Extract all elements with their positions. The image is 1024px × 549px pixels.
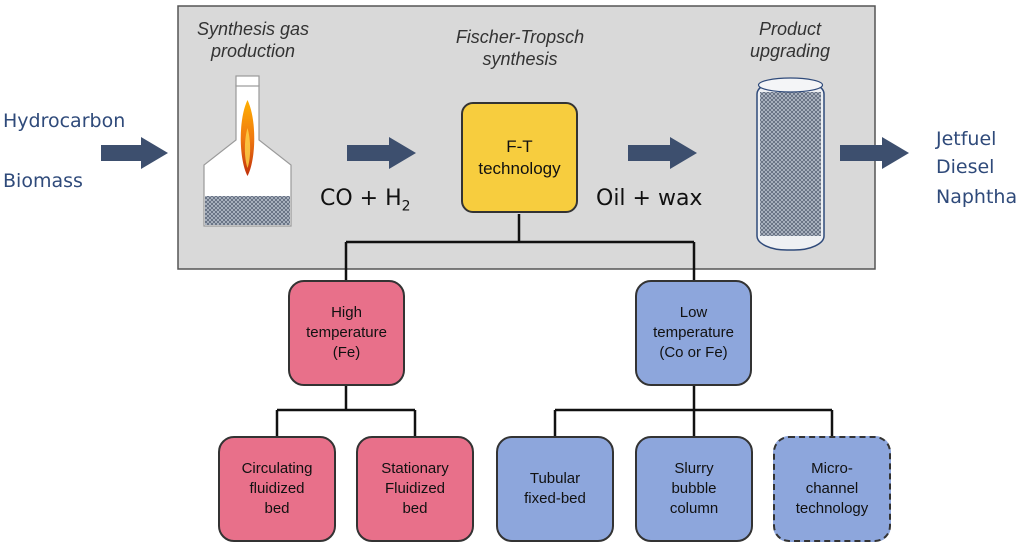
high-temperature-box: High temperature (Fe) — [288, 280, 405, 386]
ft-technology-box: F-T technology — [461, 102, 578, 213]
stage-title-upgrading: Product upgrading — [749, 19, 831, 61]
reactor-circulating-fluidized-bed: Circulating fluidized bed — [218, 436, 336, 542]
input-hydrocarbon: Hydrocarbon — [3, 110, 126, 132]
arrow-input — [101, 137, 168, 169]
upgrading-column-illustration — [756, 77, 825, 251]
low-temperature-box: Low temperature (Co or Fe) — [635, 280, 752, 386]
reactor-stationary-fluidized-bed: Stationary Fluidized bed — [356, 436, 474, 542]
formula-syngas-subscript: 2 — [401, 198, 411, 215]
reactor-tubular-fixed-bed: Tubular fixed-bed — [496, 436, 614, 542]
reactor-slurry-bubble-column: Slurry bubble column — [635, 436, 753, 542]
output-diesel: Diesel — [936, 156, 995, 178]
output-naphtha: Naphtha — [936, 186, 1018, 208]
tree-connectors — [275, 214, 834, 436]
arrow-syngas — [347, 137, 416, 169]
reactor-micro-channel-technology: Micro- channel technology — [773, 436, 891, 542]
gasifier-illustration — [203, 75, 292, 227]
formula-syngas: CO + H2 — [320, 186, 411, 214]
formula-ft-products: Oil + wax — [596, 186, 703, 211]
input-biomass: Biomass — [3, 170, 83, 192]
formula-syngas-text: CO + H — [320, 186, 402, 211]
stage-title-fischer-tropsch: Fischer-Tropsch synthesis — [455, 27, 585, 69]
arrow-output — [840, 137, 909, 169]
arrow-ft-products — [628, 137, 697, 169]
output-jetfuel: Jetfuel — [936, 128, 997, 150]
stage-title-synthesis-gas: Synthesis gas production — [196, 19, 310, 61]
